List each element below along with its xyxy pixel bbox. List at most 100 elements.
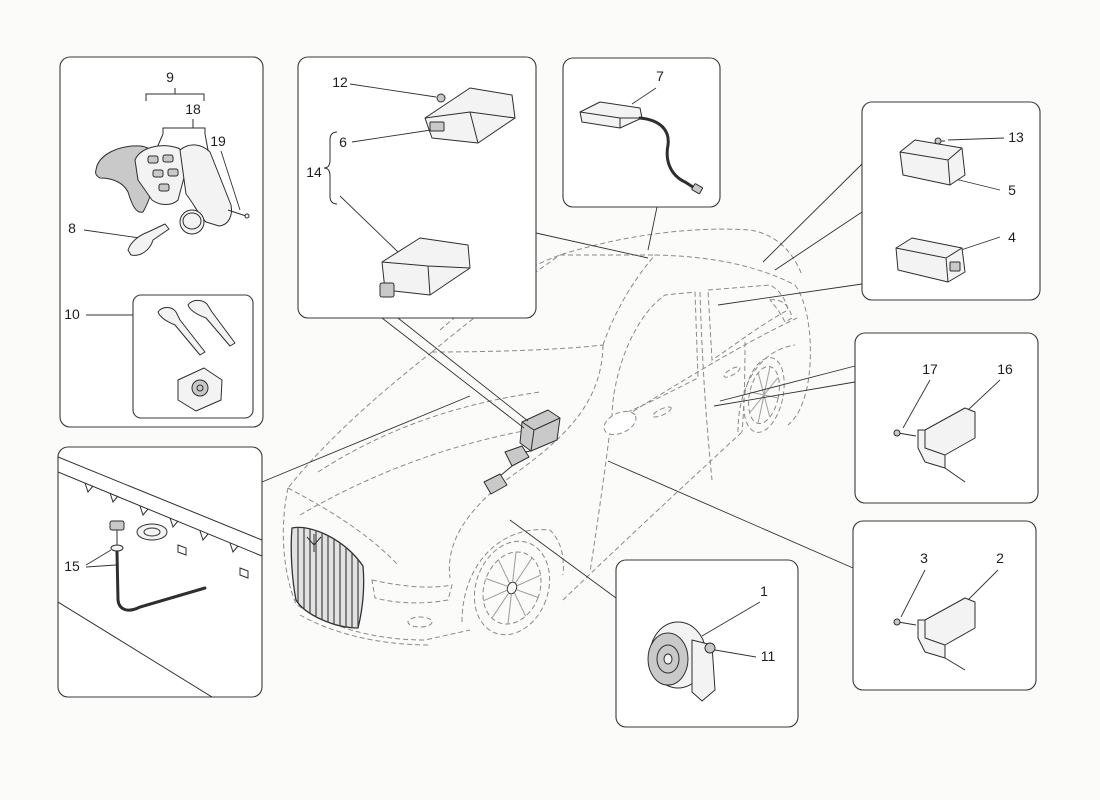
car-front-wheel [462, 531, 562, 646]
car-hood-crease [317, 391, 541, 473]
leader-box6-to-roof [535, 232, 649, 259]
leader-17 [902, 379, 931, 429]
key-button-1 [147, 155, 159, 164]
leader-8 [83, 229, 141, 239]
panel-siren: 1 11 [615, 559, 799, 728]
leader-box14-to-car-b [397, 317, 529, 422]
remote-key-back-housing [179, 144, 232, 227]
panel-bracket-lower: 3 2 [852, 520, 1037, 691]
brace-14 [323, 131, 338, 205]
callout-label-13: 13 [1008, 129, 1024, 145]
leader-box5-to-rear-b [774, 211, 863, 271]
panel-grommet [136, 523, 168, 541]
car-near-fender [448, 344, 604, 579]
bracket-9 [145, 88, 205, 101]
control-module-6-edges [424, 111, 516, 144]
car-bumper-lip [299, 614, 431, 646]
callout-label-15: 15 [64, 558, 80, 574]
leader-15-b [85, 564, 117, 568]
callout-label-6: 6 [339, 134, 347, 150]
leader-box14-to-car-a [381, 317, 525, 429]
key-reader-center [196, 384, 204, 392]
car-hood-far-edge [287, 351, 433, 489]
car-windshield-near-pillar [602, 254, 656, 346]
antenna-cable-connector [691, 183, 703, 195]
car-front-door-handle [652, 406, 672, 418]
connector-module-4-edge [895, 247, 963, 283]
leader-5 [954, 178, 1001, 191]
steering-lock-unit [519, 409, 561, 452]
callout-label-19: 19 [210, 133, 226, 149]
steering-lock-detail [521, 417, 561, 452]
leader-box15-to-car [261, 395, 471, 483]
panel-lower-edge [58, 601, 213, 697]
car-grille [290, 526, 365, 629]
car-fog-light [407, 616, 433, 628]
bracket-2-fold [924, 620, 966, 671]
car-front-side-window [611, 291, 699, 419]
callout-label-14: 14 [306, 164, 322, 180]
leader-13 [947, 137, 1005, 141]
control-module-14-connector [379, 282, 395, 298]
panel-flange-teeth [84, 482, 239, 554]
front-tire [462, 531, 562, 646]
antenna-cable [638, 116, 698, 191]
panel-rear-modules: 13 5 4 [861, 101, 1041, 301]
leader-12 [349, 83, 437, 98]
callout-label-5: 5 [1008, 182, 1016, 198]
leader-19 [220, 150, 241, 211]
leader-box5-to-rear-a [762, 163, 863, 263]
siren-bolt-11 [704, 642, 716, 654]
ground-cable-15 [115, 550, 207, 612]
leader-1 [701, 601, 761, 637]
screw-3-head [893, 618, 901, 626]
nut-12 [436, 93, 446, 103]
ground-washer [110, 544, 124, 552]
callout-label-17: 17 [922, 361, 938, 377]
callout-label-1: 1 [760, 583, 768, 599]
spare-key-blade-1 [157, 307, 206, 356]
leader-16 [967, 379, 1001, 411]
control-module-6-connector [429, 121, 445, 132]
callout-label-16: 16 [997, 361, 1013, 377]
antenna-module-5-edge [899, 147, 963, 186]
leader-lines [261, 163, 863, 599]
car-headlight [371, 579, 453, 604]
panel-ground-cable: 15 [57, 446, 263, 698]
callout-label-4: 4 [1008, 229, 1016, 245]
panel-bracket-upper: 17 16 [854, 332, 1039, 504]
car-near-roof-edge [654, 254, 796, 286]
car-side-mirror [603, 410, 637, 436]
car-rocker-sill [562, 431, 743, 601]
callout-label-8: 8 [68, 220, 76, 236]
ignition-link [499, 450, 532, 477]
car-rear-end [787, 284, 811, 426]
key-button-2 [162, 154, 174, 163]
key-button-5 [158, 183, 170, 192]
callout-label-2: 2 [996, 550, 1004, 566]
leader-box1-to-car [509, 519, 617, 599]
key-screw-19 [227, 209, 247, 217]
bracket-2 [917, 597, 976, 659]
leader-3 [900, 569, 926, 618]
siren-center [663, 653, 673, 665]
spare-key-blade-2 [187, 299, 236, 347]
car-cowl-line [431, 344, 604, 353]
control-module-14-edges [381, 261, 471, 296]
steering-column-components [483, 409, 561, 495]
panel-antenna: 7 [562, 57, 721, 208]
leader-box4-to-car [717, 283, 863, 306]
key-battery [179, 209, 205, 235]
ignition-cylinder [504, 445, 530, 467]
screw-17-head [893, 429, 901, 437]
panel-upper-edge [58, 456, 262, 541]
panel-square-hole-1 [177, 544, 187, 556]
bracket-18 [155, 119, 209, 151]
panel-grommet-inner [143, 527, 161, 537]
callout-label-3: 3 [920, 550, 928, 566]
siren-inner-ring [656, 644, 680, 674]
leader-14 [339, 195, 399, 253]
key-screw-head [244, 213, 250, 219]
car-taillight [769, 299, 793, 323]
